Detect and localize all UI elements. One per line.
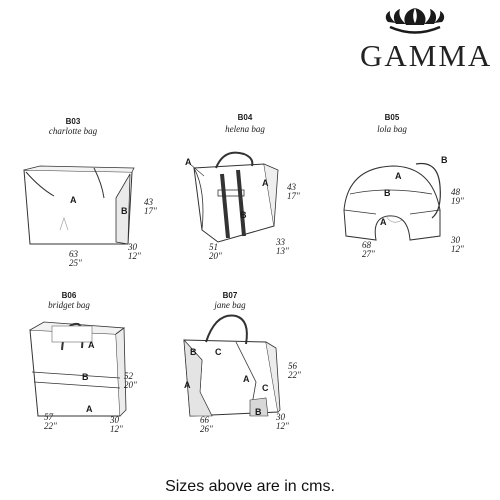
panel-label: B <box>82 372 89 382</box>
bag-code: B07 <box>222 291 238 300</box>
bag-code: B03 <box>65 117 81 126</box>
panel-label: A <box>395 171 402 181</box>
bag-name: bridget bag <box>48 300 90 310</box>
panel-label: A <box>86 404 93 414</box>
helena-bag-drawing <box>189 151 279 243</box>
panel-label: B <box>384 188 391 198</box>
bridget-bag-drawing <box>29 321 127 417</box>
panel-label: A <box>184 380 191 390</box>
jane-bag-drawing <box>183 314 281 417</box>
panel-label: C <box>262 383 269 393</box>
panel-label: B <box>121 206 128 216</box>
panel-label: A <box>262 178 269 188</box>
bag-code: B05 <box>384 113 400 122</box>
lotus-logo-icon <box>385 8 445 34</box>
bag-name: jane bag <box>214 300 246 310</box>
panel-label: C <box>215 347 222 357</box>
sizes-note: Sizes above are in cms. <box>165 478 335 495</box>
bag-name: lola bag <box>377 124 407 134</box>
lola-bag-drawing <box>343 162 441 241</box>
panel-label: A <box>380 217 387 227</box>
panel-label: A <box>88 340 95 350</box>
bag-name: charlotte bag <box>48 126 98 136</box>
bag-code: B06 <box>61 291 77 300</box>
panel-label: A <box>70 195 77 205</box>
charlotte-bag-drawing <box>23 165 135 245</box>
brand-logo: GAMMA <box>360 8 493 78</box>
panel-label: B <box>240 210 247 220</box>
panel-label: A <box>185 157 192 167</box>
panel-label: A <box>243 374 250 384</box>
bag-name: helena bag <box>225 124 265 134</box>
brand-name: GAMMA <box>360 38 493 73</box>
bag-code: B04 <box>237 113 253 122</box>
panel-label: B <box>441 155 448 165</box>
panel-label: B <box>255 407 262 417</box>
panel-label: B <box>190 347 197 357</box>
